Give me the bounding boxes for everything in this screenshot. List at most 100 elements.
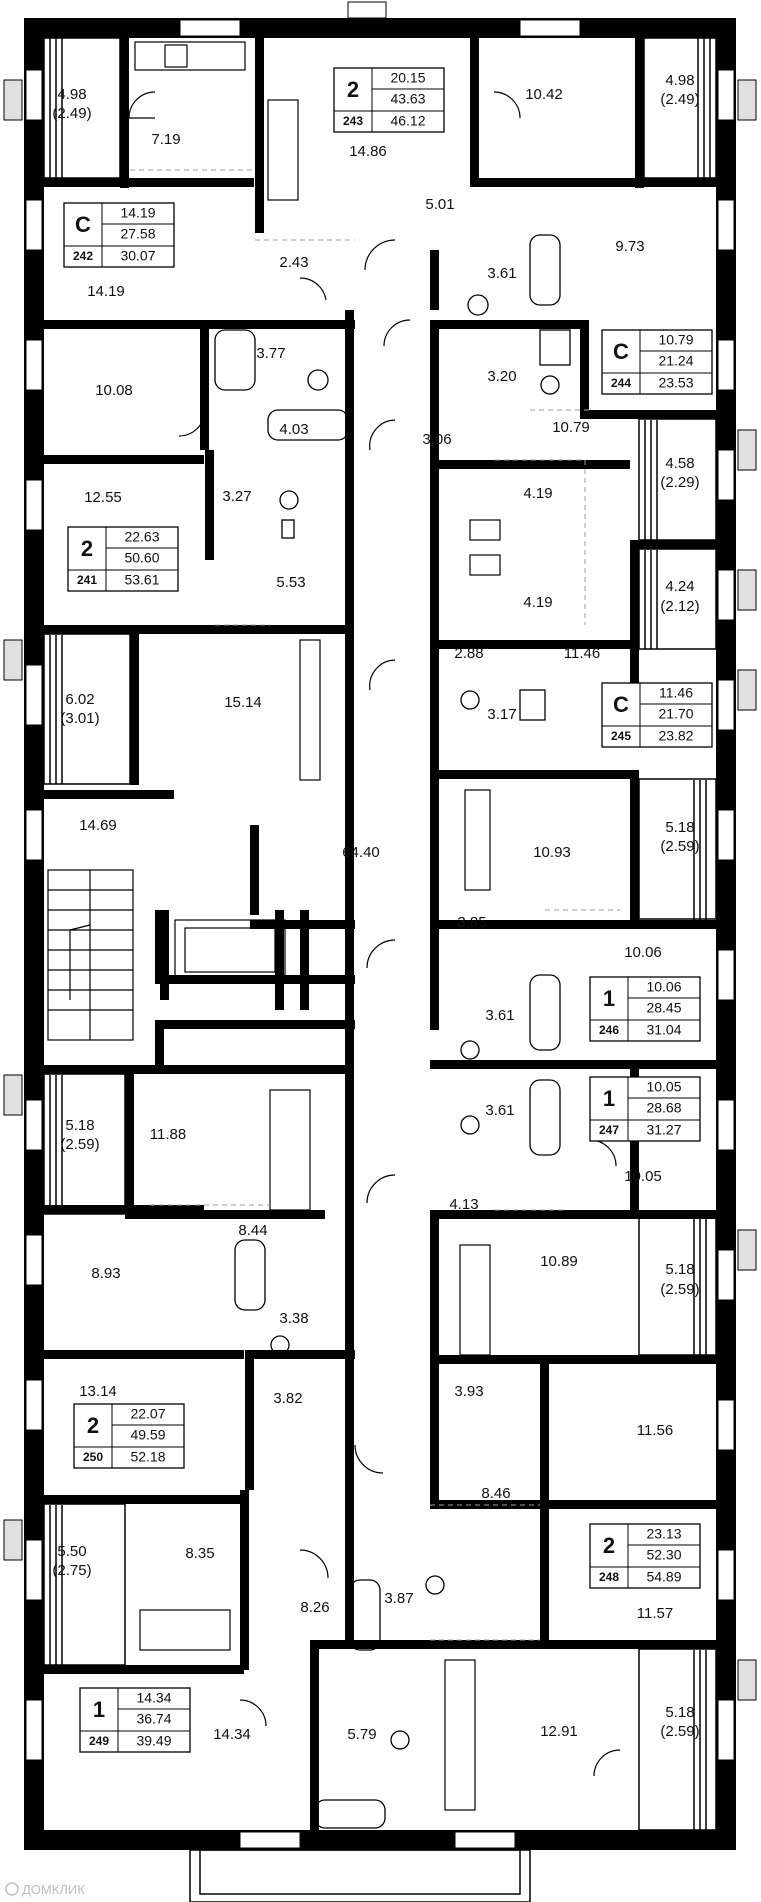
apartment-badge: 2 241 22.63 50.60 53.61 (67, 526, 179, 592)
room-area-label: 5.50 (57, 1543, 86, 1560)
room-area-label: (2.59) (60, 1136, 99, 1153)
living-area: 20.15 (390, 70, 425, 86)
room-area-label: 14.19 (87, 283, 125, 300)
room-area-label: 2.43 (279, 254, 308, 271)
area-with-loggia: 53.61 (124, 572, 159, 588)
room-area-label: (2.49) (660, 91, 699, 108)
room-area-label: 3.17 (487, 706, 516, 723)
room-area-label: 14.86 (349, 143, 387, 160)
room-area-label: 13.14 (79, 1383, 117, 1400)
apartment-type: 2 (347, 77, 359, 102)
kitchen-units (134, 41, 501, 1811)
room-area-label: 5.79 (347, 1726, 376, 1743)
total-area: 36.74 (136, 1711, 171, 1727)
apartment-badge: С 242 14.19 27.58 30.07 (63, 202, 175, 268)
apartment-type: С (613, 692, 629, 717)
room-area-label: (2.59) (660, 1723, 699, 1740)
room-area-label: 3.85 (457, 914, 486, 931)
apartment-type: 2 (81, 536, 93, 561)
room-area-label: 10.93 (533, 844, 571, 861)
room-area-label: (2.49) (52, 105, 91, 122)
vent-units (3, 79, 757, 1701)
room-area-label: 4.13 (449, 1196, 478, 1213)
living-area: 10.05 (646, 1079, 681, 1095)
room-area-label: 15.14 (224, 694, 262, 711)
apartment-type: 1 (93, 1697, 105, 1722)
room-area-label: 8.93 (91, 1265, 120, 1282)
apartment-badge: С 244 10.79 21.24 23.53 (601, 329, 713, 395)
room-area-label: 8.44 (238, 1222, 267, 1239)
apartment-number: 244 (611, 376, 631, 390)
apartment-number: 241 (77, 573, 97, 587)
room-area-label: 3.82 (273, 1390, 302, 1407)
apartment-badge: 1 247 10.05 28.68 31.27 (589, 1076, 701, 1142)
total-area: 52.30 (646, 1547, 681, 1563)
room-area-label: 10.89 (540, 1253, 578, 1270)
total-area: 43.63 (390, 91, 425, 107)
apartment-number: 247 (599, 1123, 619, 1137)
room-area-label: 3.20 (487, 368, 516, 385)
room-area-label: 5.18 (665, 1704, 694, 1721)
area-with-loggia: 30.07 (120, 248, 155, 264)
room-area-label: 10.05 (624, 1168, 662, 1185)
area-with-loggia: 46.12 (390, 113, 425, 129)
room-area-label: 12.91 (540, 1723, 578, 1740)
room-area-label: (2.29) (660, 474, 699, 491)
living-area: 14.19 (120, 205, 155, 221)
room-area-label: 11.46 (564, 645, 600, 662)
living-area: 10.79 (658, 332, 693, 348)
room-area-label: 5.18 (665, 1261, 694, 1278)
room-area-label: 3.61 (487, 265, 516, 282)
total-area: 27.58 (120, 226, 155, 242)
area-with-loggia: 23.53 (658, 375, 693, 391)
room-area-label: 14.34 (213, 1726, 251, 1743)
room-area-label: 8.26 (300, 1599, 329, 1616)
apartment-type: С (613, 339, 629, 364)
room-area-label: 4.03 (279, 421, 308, 438)
living-area: 22.07 (130, 1406, 165, 1422)
room-area-label: 10.42 (525, 86, 563, 103)
room-area-label: 3.87 (384, 1590, 413, 1607)
room-area-label: 4.98 (57, 86, 86, 103)
area-with-loggia: 31.04 (646, 1022, 681, 1038)
apartment-badge: 2 250 22.07 49.59 52.18 (73, 1403, 185, 1469)
living-area: 14.34 (136, 1690, 171, 1706)
apartment-number: 249 (89, 1734, 109, 1748)
room-area-label: 8.46 (481, 1485, 510, 1502)
room-area-label: 4.58 (665, 455, 694, 472)
room-area-label: 10.08 (95, 382, 133, 399)
room-area-label: 9.73 (615, 238, 644, 255)
room-area-label: 12.55 (84, 489, 122, 506)
room-area-label: (2.12) (660, 598, 699, 615)
room-area-label: 2.88 (454, 645, 483, 662)
room-area-label: 11.88 (150, 1126, 186, 1143)
room-area-label: 3.06 (422, 431, 451, 448)
total-area: 21.24 (658, 353, 693, 369)
apartment-badge: 2 248 23.13 52.30 54.89 (589, 1523, 701, 1589)
room-area-label: 10.79 (552, 419, 590, 436)
apartment-badge: 1 249 14.34 36.74 39.49 (79, 1687, 191, 1753)
apartment-badge: С 245 11.46 21.70 23.82 (601, 682, 713, 748)
watermark-text: ДОМКЛИК (22, 1882, 85, 1897)
apartment-badges: 2 243 20.15 43.63 46.12 С 242 14.19 27.5… (63, 67, 713, 1753)
room-area-label: 3.93 (454, 1383, 483, 1400)
room-area-label: 4.19 (523, 485, 552, 502)
apartment-number: 248 (599, 1570, 619, 1584)
apartment-type: 1 (603, 1086, 615, 1111)
room-area-label: (2.59) (660, 838, 699, 855)
total-area: 50.60 (124, 550, 159, 566)
apartment-number: 250 (83, 1450, 103, 1464)
total-area: 49.59 (130, 1427, 165, 1443)
total-area: 28.68 (646, 1100, 681, 1116)
windows (25, 1, 735, 1849)
apartment-type: С (75, 212, 91, 237)
living-area: 22.63 (124, 529, 159, 545)
room-area-label: 8.35 (185, 1545, 214, 1562)
room-area-label: 5.18 (665, 819, 694, 836)
loggias (43, 37, 717, 1902)
room-area-label: 11.56 (637, 1422, 673, 1439)
area-with-loggia: 31.27 (646, 1122, 681, 1138)
living-area: 23.13 (646, 1526, 681, 1542)
room-area-label: 4.98 (665, 72, 694, 89)
